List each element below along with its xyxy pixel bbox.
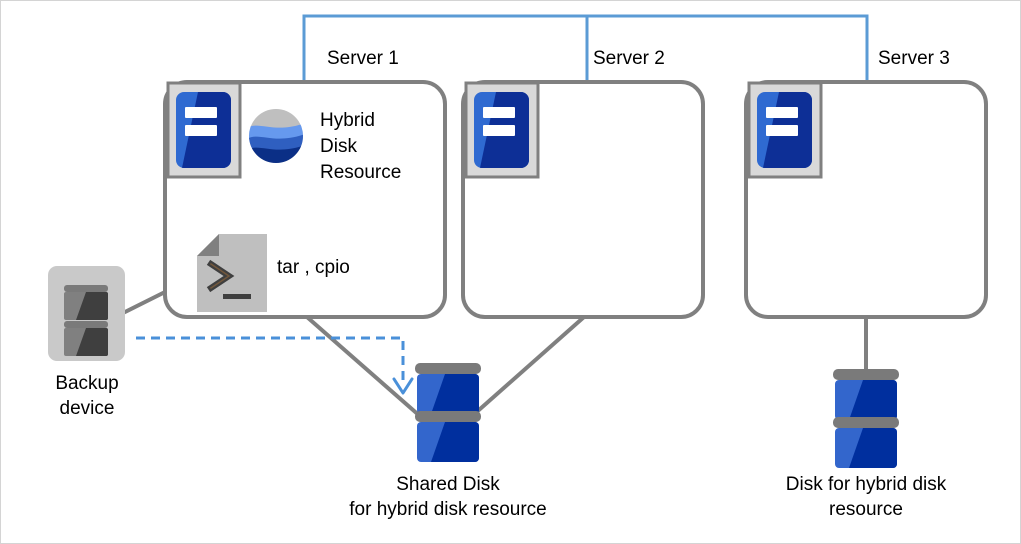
server-icon-1 <box>166 81 242 179</box>
backup-device-icon <box>48 266 125 361</box>
server-2-title: Server 2 <box>593 48 665 69</box>
local-disk-label-line1: Disk for hybrid disk <box>785 474 947 495</box>
server-icon-2 <box>464 81 540 179</box>
backup-device-label-line1: Backup <box>55 373 119 394</box>
tar-cpio-label: tar , cpio <box>277 257 350 278</box>
backup-dashed-arrow <box>136 336 414 395</box>
tar-cpio-file-icon <box>197 234 267 312</box>
local-disk-label-line2: resource <box>829 499 903 520</box>
server-3-title: Server 3 <box>878 48 950 69</box>
hybrid-disk-resource-label-line3: Resource <box>320 162 402 183</box>
hybrid-disk-resource-label-line1: Hybrid <box>320 110 375 131</box>
interconnect-bus <box>302 14 869 82</box>
shared-disk-label-line2: for hybrid disk resource <box>349 499 547 520</box>
backup-device-label-line2: device <box>59 398 115 419</box>
server-to-shared-disk-links <box>305 315 586 419</box>
shared-disk-icon <box>415 363 481 462</box>
server-1-title: Server 1 <box>327 48 399 69</box>
server-icon-3 <box>747 81 823 179</box>
local-disk-icon <box>833 369 899 468</box>
shared-disk-label-line1: Shared Disk <box>396 474 500 495</box>
hybrid-disk-resource-label-line2: Disk <box>320 136 357 157</box>
